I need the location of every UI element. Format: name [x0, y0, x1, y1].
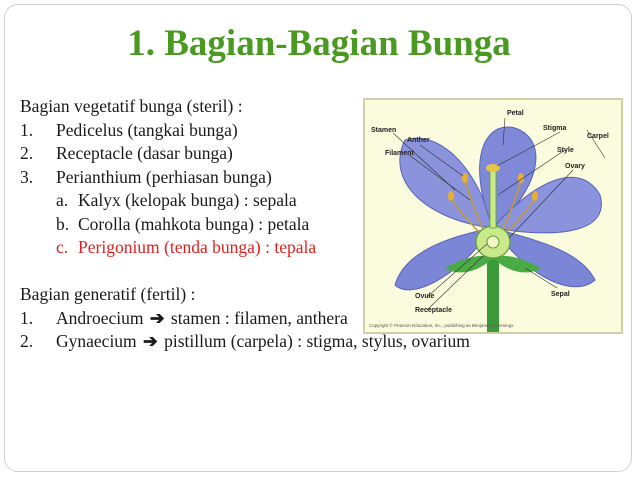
list-text: Pedicelus (tangkai bunga)	[56, 119, 238, 140]
label-sepal: Sepal	[551, 291, 570, 298]
list-item: 1. Androecium ➔ stamen : filamen, anthera	[20, 307, 580, 331]
generatif-heading: Bagian generatif (fertil) :	[20, 284, 196, 304]
sepal-left-shape	[445, 255, 493, 273]
vegetatif-heading: Bagian vegetatif bunga (steril) :	[20, 96, 243, 116]
slide-title: 1. Bagian-Bagian Bunga	[127, 23, 511, 64]
sub-text: Kalyx (kelopak bunga) : sepala	[78, 190, 297, 210]
arrow-right-icon: ➔	[149, 307, 165, 328]
label-carpel: Carpel	[587, 133, 609, 140]
list-number: 1.	[20, 119, 34, 140]
stamen-shapes	[450, 179, 536, 233]
sub-list-item: a. Kalyx (kelopak bunga) : sepala	[20, 189, 580, 213]
list-number: 3.	[20, 166, 34, 187]
stigma-shape	[486, 164, 500, 172]
list-item: 2. Gynaecium ➔ pistillum (carpela) : stig…	[20, 330, 580, 354]
sub-letter: a.	[56, 190, 69, 210]
label-anther: Anther	[407, 137, 430, 144]
list-text: Gynaecium	[56, 331, 137, 351]
sepal-right-shape	[493, 255, 541, 273]
list-text: pistillum (carpela) : stigma, stylus, ov…	[164, 331, 470, 351]
style-shape	[489, 169, 497, 229]
list-item: 1. Pedicelus (tangkai bunga)	[20, 119, 580, 143]
list-text: Androecium	[56, 307, 144, 328]
flower-illustration: Petal Stamen Anther Filament Stigma Carp…	[369, 110, 609, 332]
list-number: 2.	[20, 331, 34, 351]
label-petal: Petal	[507, 110, 524, 117]
arrow-right-icon: ➔	[143, 331, 158, 351]
label-ovary: Ovary	[565, 163, 585, 170]
label-receptacle: Receptacle	[415, 307, 452, 314]
flower-diagram: Petal Stamen Anther Filament Stigma Carp…	[363, 98, 623, 334]
ovule-shape	[486, 235, 500, 249]
list-item: 2. Receptacle (dasar bunga)	[20, 142, 580, 166]
label-filament: Filament	[385, 150, 414, 157]
list-number: 2.	[20, 143, 34, 163]
label-ovule: Ovule	[415, 293, 435, 300]
slide-content: Bagian vegetatif bunga (steril) : 1. Pedi…	[20, 95, 580, 354]
label-stamen: Stamen	[371, 127, 396, 134]
list-text: Perianthium (perhiasan bunga)	[56, 166, 272, 187]
label-style: Style	[557, 147, 574, 154]
sub-list-item-highlight: c. Perigonium (tenda bunga) : tepala	[20, 236, 580, 260]
copyright-text: Copyright © Pearson Education, Inc., pub…	[369, 322, 515, 328]
list-number: 1.	[20, 307, 34, 328]
sub-letter: c.	[56, 237, 69, 257]
stem-shape	[487, 250, 499, 332]
sub-letter: b.	[56, 213, 70, 234]
label-stigma: Stigma	[543, 125, 566, 132]
sub-text: Perigonium (tenda bunga) : tepala	[78, 237, 317, 257]
list-item: 3. Perianthium (perhiasan bunga)	[20, 166, 580, 190]
petal-shapes	[394, 126, 602, 291]
leader-lines	[392, 117, 606, 311]
list-text: stamen : filamen, anthera	[170, 307, 348, 328]
sub-text: Corolla (mahkota bunga) : petala	[78, 213, 310, 234]
sub-list-item: b. Corolla (mahkota bunga) : petala	[20, 213, 580, 237]
list-text: Receptacle (dasar bunga)	[56, 143, 233, 163]
